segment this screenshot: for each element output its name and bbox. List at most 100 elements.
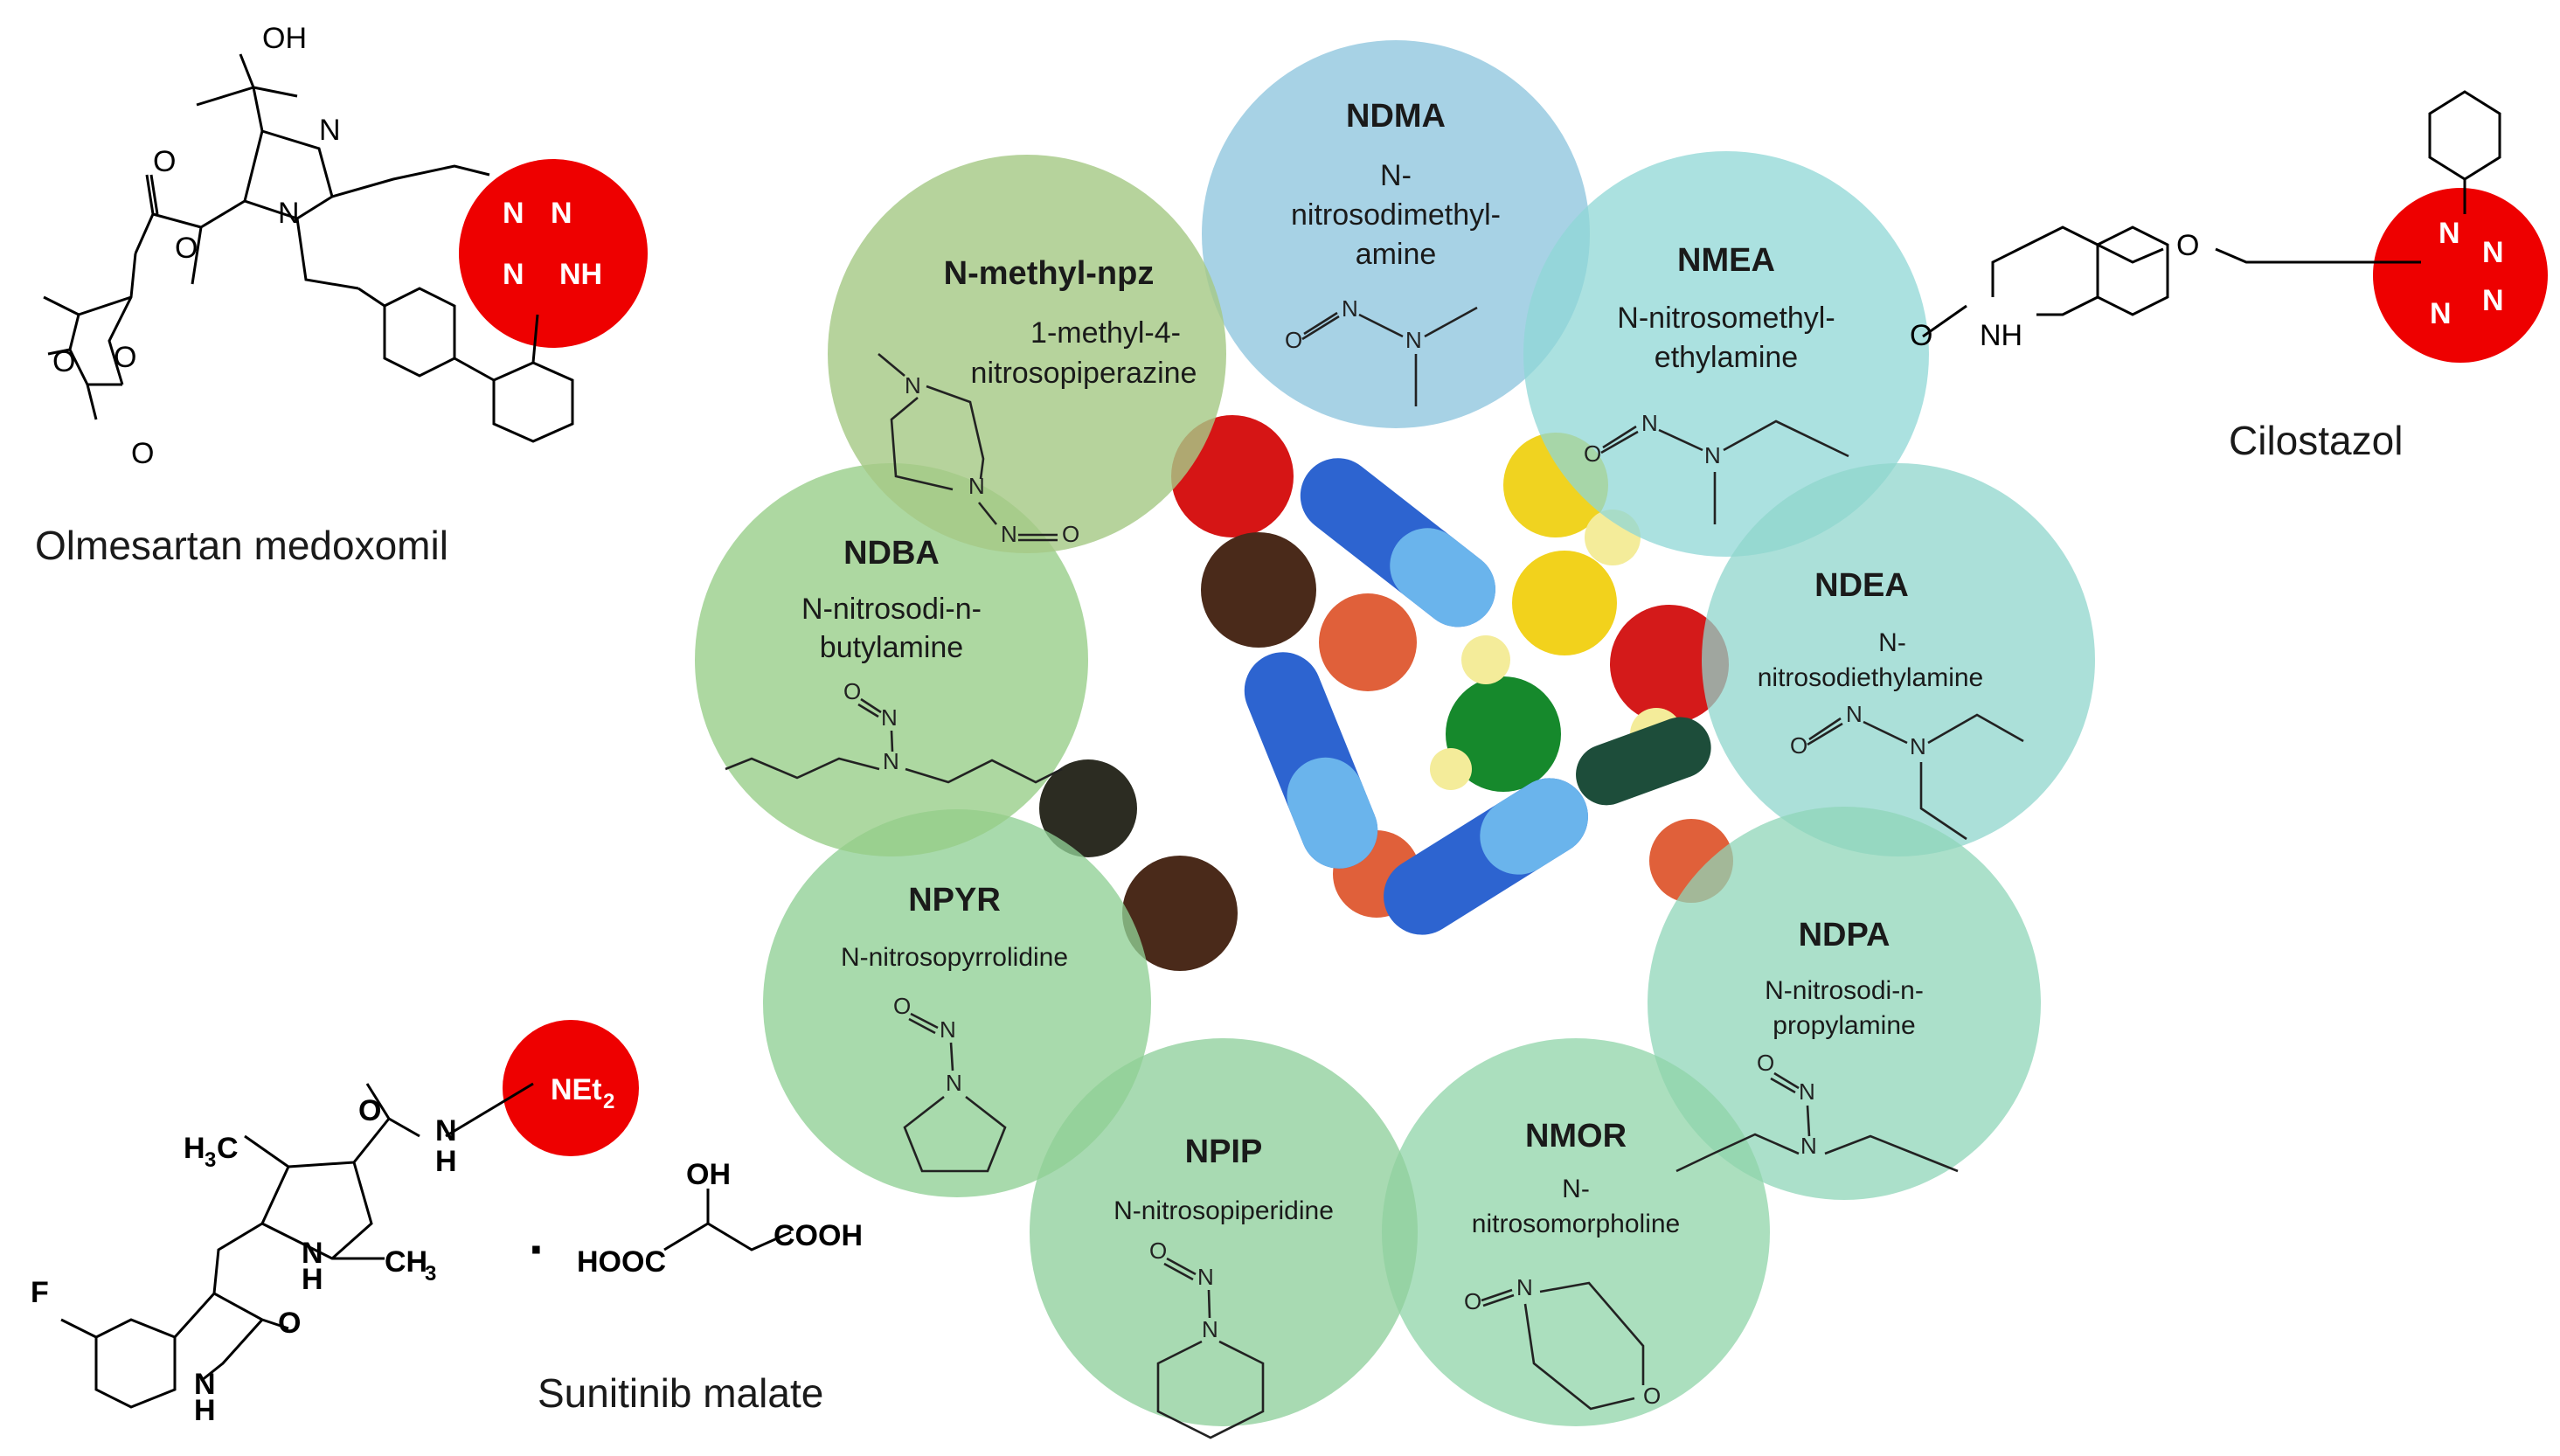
nmor-name-2: nitrosomorpholine	[1472, 1210, 1680, 1238]
circle-nmea	[1523, 151, 1929, 557]
svg-text:O: O	[131, 437, 154, 470]
circle-ndea	[1702, 463, 2095, 856]
svg-text:N: N	[1846, 701, 1863, 727]
ndea-abbr: NDEA	[1814, 567, 1909, 604]
svg-text:N: N	[1342, 295, 1358, 322]
nmethylnpz-name-1: 1-methyl-4-	[1030, 316, 1181, 350]
svg-text:O: O	[114, 341, 136, 374]
svg-text:N: N	[503, 197, 524, 230]
olmesartan-caption: Olmesartan medoxomil	[35, 523, 448, 568]
svg-text:O: O	[175, 232, 198, 265]
cilostazol-caption: Cilostazol	[2229, 418, 2403, 463]
npip-name-1: N-nitrosopiperidine	[1113, 1196, 1334, 1225]
svg-text:N: N	[1910, 733, 1926, 759]
svg-text:N: N	[940, 1016, 956, 1043]
svg-text:H: H	[435, 1145, 457, 1178]
svg-text:O: O	[1062, 521, 1079, 547]
ndma-structure: O N N	[1285, 295, 1478, 406]
cilostazol-structure: O O NH N N N N Cilostazol	[1910, 90, 2548, 463]
pills-photo	[1039, 415, 1805, 1027]
circle-ndba	[695, 463, 1088, 856]
svg-text:N: N	[302, 1237, 323, 1270]
svg-text:N: N	[1516, 1274, 1533, 1300]
sunitinib-caption: Sunitinib malate	[538, 1370, 823, 1416]
svg-text:O: O	[1149, 1238, 1167, 1264]
circle-nmethylnpz	[828, 155, 1226, 553]
nmethylnpz-structure: N N N O	[878, 353, 1079, 547]
svg-text:H: H	[184, 1132, 205, 1165]
svg-text:N: N	[435, 1114, 457, 1147]
svg-text:O: O	[153, 145, 176, 178]
nmea-name-2: ethylamine	[1655, 341, 1798, 374]
nitrosamine-circles	[695, 40, 2095, 1426]
svg-text:H: H	[302, 1263, 323, 1296]
svg-text:N: N	[1197, 1264, 1214, 1290]
ndea-name-2: nitrosodiethylamine	[1758, 663, 1983, 692]
sunitinib-amine-highlight	[503, 1020, 639, 1156]
svg-text:N: N	[2482, 284, 2504, 317]
svg-text:O: O	[2176, 229, 2199, 262]
svg-text:N: N	[1202, 1316, 1218, 1342]
ndma-abbr: NDMA	[1346, 98, 1446, 135]
svg-text:COOH: COOH	[774, 1219, 863, 1252]
svg-text:O: O	[278, 1307, 301, 1340]
svg-text:HOOC: HOOC	[577, 1245, 666, 1279]
svg-text:O: O	[1910, 319, 1932, 352]
circle-labels: NDMA N- nitrosodimethyl- amine NMEA N-ni…	[801, 98, 1983, 1238]
svg-text:O: O	[1757, 1050, 1774, 1076]
ndba-name-1: N-nitrosodi-n-	[801, 593, 982, 626]
svg-text:O: O	[1285, 327, 1302, 353]
circle-ndpa	[1648, 807, 2041, 1200]
svg-text:O: O	[52, 345, 75, 378]
svg-text:N: N	[2439, 217, 2460, 250]
svg-text:OH: OH	[686, 1158, 731, 1191]
svg-text:N: N	[2430, 297, 2452, 330]
svg-text:·: ·	[529, 1220, 546, 1279]
svg-text:2: 2	[603, 1090, 614, 1113]
nmethylnpz-abbr: N-methyl-npz	[944, 255, 1155, 292]
ndea-structure: O N N	[1790, 701, 2024, 841]
svg-text:N: N	[1799, 1078, 1815, 1105]
ndma-name-3: amine	[1356, 238, 1437, 271]
ndba-structure: O N N	[725, 678, 1063, 784]
svg-text:H: H	[194, 1394, 216, 1427]
ndma-name-1: N-	[1380, 159, 1412, 192]
svg-text:N: N	[946, 1070, 962, 1096]
svg-text:NH: NH	[1980, 319, 2022, 352]
svg-text:O: O	[893, 993, 911, 1019]
nmor-abbr: NMOR	[1525, 1118, 1627, 1154]
nmethylnpz-name-2: nitrosopiperazine	[971, 357, 1197, 390]
ndpa-name-1: N-nitrosodi-n-	[1765, 976, 1924, 1005]
sunitinib-structure: O H N H 3 C N H CH 3 F O N H NEt 2 · OH …	[31, 1020, 863, 1427]
cilostazol-tetrazole-highlight	[2373, 188, 2548, 363]
svg-text:O: O	[1643, 1383, 1661, 1409]
ndea-name-1: N-	[1878, 628, 1906, 657]
svg-text:N: N	[194, 1368, 216, 1401]
svg-text:N: N	[968, 473, 985, 499]
ndba-name-2: butylamine	[820, 631, 963, 664]
svg-text:O: O	[843, 678, 861, 704]
svg-text:3: 3	[425, 1262, 436, 1286]
svg-text:N: N	[1641, 410, 1658, 436]
ndpa-abbr: NDPA	[1799, 917, 1891, 953]
svg-text:OH: OH	[262, 22, 307, 55]
circle-nmor	[1382, 1038, 1770, 1426]
svg-text:3: 3	[205, 1148, 216, 1172]
nmea-abbr: NMEA	[1677, 242, 1775, 279]
npip-structure: O N N	[1149, 1238, 1265, 1439]
ndba-abbr: NDBA	[843, 535, 940, 572]
svg-text:N: N	[319, 114, 341, 147]
ndpa-name-2: propylamine	[1773, 1011, 1915, 1040]
svg-text:O: O	[1464, 1288, 1481, 1314]
nmor-structure: O N O	[1464, 1274, 1661, 1411]
svg-text:N: N	[1704, 442, 1721, 468]
svg-text:CH: CH	[385, 1245, 427, 1279]
svg-text:O: O	[1790, 732, 1807, 759]
npyr-structure: O N N	[893, 993, 1007, 1173]
svg-text:N: N	[905, 372, 921, 399]
circle-npip	[1030, 1038, 1418, 1426]
svg-text:N: N	[1800, 1133, 1817, 1159]
olmesartan-tetrazole-highlight	[459, 159, 648, 348]
